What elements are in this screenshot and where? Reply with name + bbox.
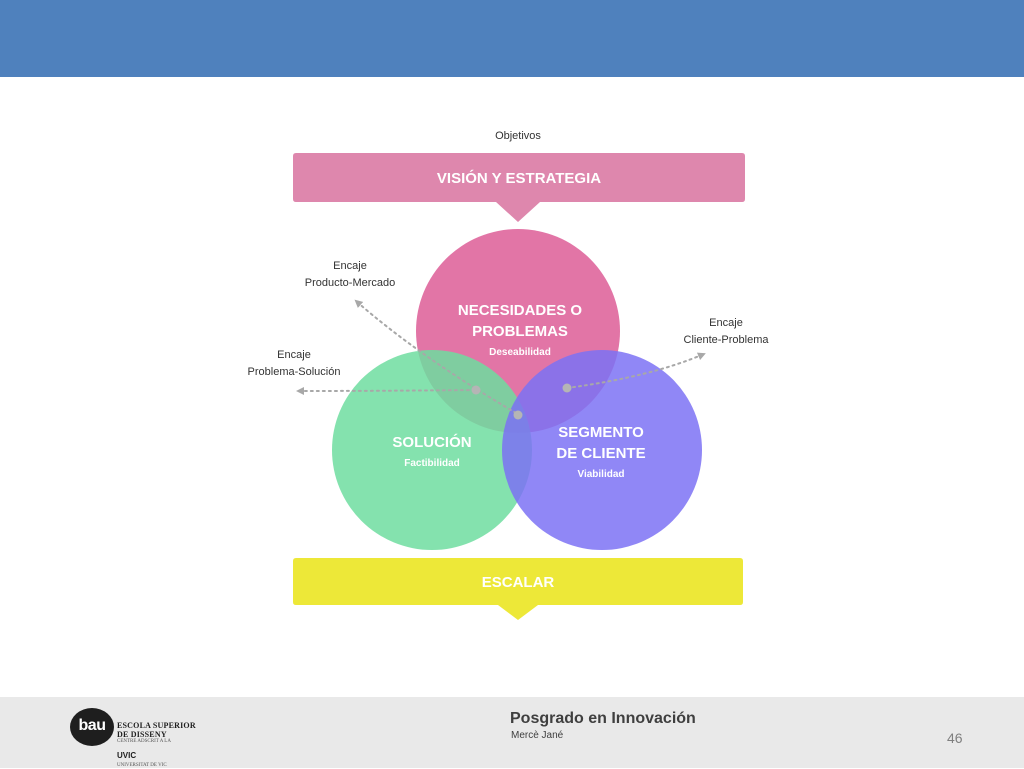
vision-strategy-label: VISIÓN Y ESTRATEGIA	[437, 169, 601, 187]
objectives-label: Objetivos	[495, 130, 541, 142]
fit-dot-cliente-problema	[562, 383, 572, 393]
segmento-title-1: SEGMENTO	[558, 424, 644, 441]
cliente-problema-line-1: Encaje	[709, 317, 743, 329]
page-number: 46	[947, 730, 963, 746]
problema-solucion-line-1: Encaje	[277, 349, 311, 361]
arrow-cliente-problema	[566, 352, 706, 389]
logo-line-2: DE DISSENY	[117, 730, 167, 739]
producto-mercado-line-2: Producto-Mercado	[305, 277, 396, 289]
fit-dot-center	[513, 410, 523, 420]
logo-uvic: UVIC	[117, 751, 137, 760]
necesidades-title-1: NECESIDADES O	[458, 302, 583, 319]
circle-segmento	[502, 350, 702, 550]
arrow-problema-solucion	[296, 386, 476, 395]
cliente-problema-line-2: Cliente-Problema	[684, 334, 770, 346]
escalar-banner	[293, 558, 743, 620]
logo-line-1: ESCOLA SUPERIOR	[117, 721, 196, 730]
author-name: Mercè Jané	[511, 730, 564, 741]
solucion-title: SOLUCIÓN	[392, 433, 471, 451]
school-logo-text: ESCOLA SUPERIOR DE DISSENY CENTRE ADSCRI…	[117, 721, 196, 769]
circle-solucion	[332, 350, 532, 550]
segmento-title-2: DE CLIENTE	[556, 445, 645, 462]
producto-mercado-line-1: Encaje	[333, 260, 367, 272]
course-title: Posgrado en Innovación	[510, 710, 696, 727]
necesidades-subtitle: Deseabilidad	[489, 347, 551, 358]
logo-uvic-small: UNIVERSITAT DE VIC	[117, 763, 167, 768]
solucion-subtitle: Factibilidad	[404, 458, 460, 469]
vision-strategy-banner	[293, 153, 745, 222]
logo-small-text: CENTRE ADSCRIT A LA	[117, 739, 171, 744]
escalar-label: ESCALAR	[482, 574, 555, 591]
lean-fit-diagram: Objetivos VISIÓN Y ESTRATEGIA NECESIDADE…	[248, 130, 770, 620]
bau-logo: bau	[70, 708, 114, 746]
header-banner	[0, 0, 1024, 77]
fit-dot-problema-solucion	[471, 385, 481, 395]
arrow-producto-mercado	[354, 299, 517, 414]
footer: bau ESCOLA SUPERIOR DE DISSENY CENTRE AD…	[0, 697, 1024, 768]
necesidades-title-2: PROBLEMAS	[472, 323, 568, 340]
problema-solucion-line-2: Problema-Solución	[248, 366, 341, 378]
segmento-subtitle: Viabilidad	[577, 469, 624, 480]
